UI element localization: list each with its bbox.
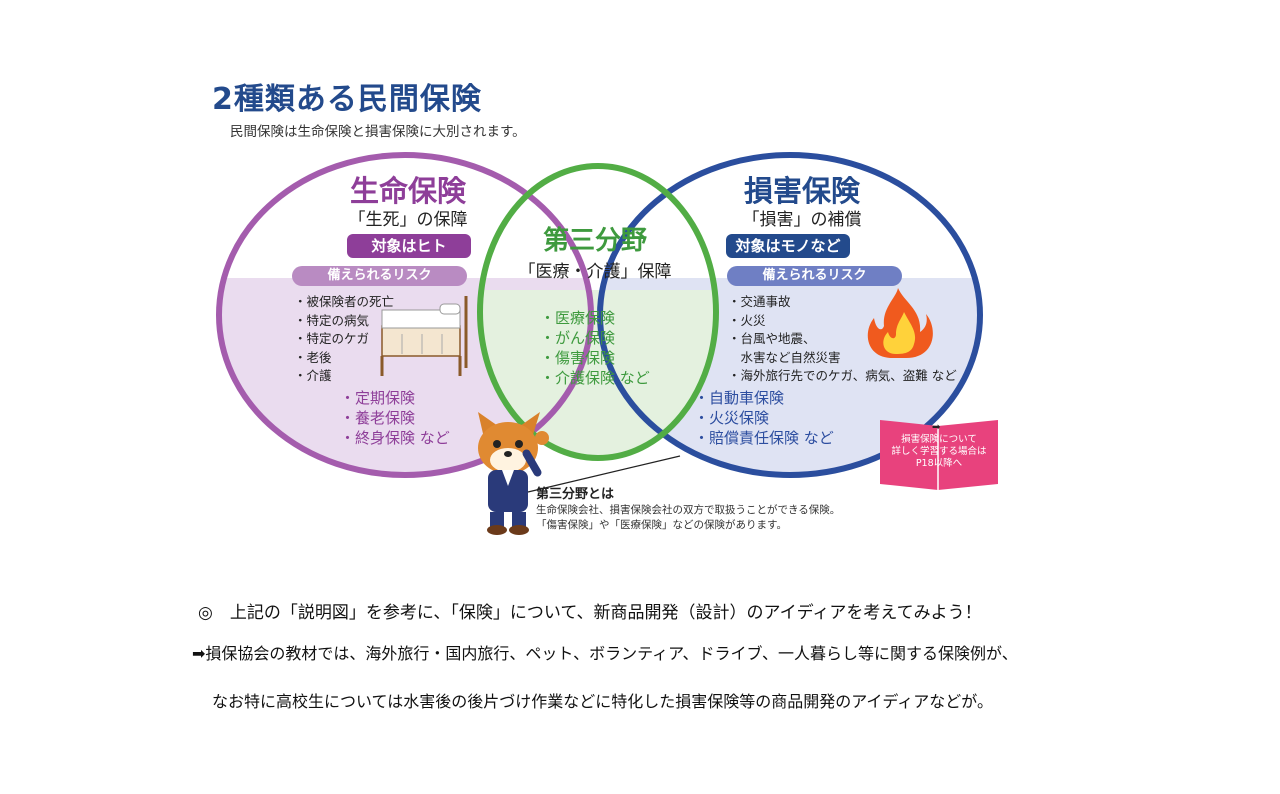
list-item: ・老後 <box>294 349 332 365</box>
list-item: ・医療保険 <box>540 309 616 327</box>
list-item: ・賠償責任保険 など <box>694 429 834 447</box>
life-insurance-list: ・定期保険 ・養老保険 ・終身保険 など <box>340 388 450 448</box>
book-note-line: P18以降へ <box>915 458 963 469</box>
list-item: ・養老保険 <box>340 409 416 427</box>
book-note-line: 詳しく学習する場合は <box>891 446 987 457</box>
instruction-line-2: ➡損保協会の教材では、海外旅行・国内旅行、ペット、ボランティア、ドライブ、一人暮… <box>192 644 1018 663</box>
third-note-title: 第三分野とは <box>536 487 615 502</box>
list-item: ・台風や地震、 <box>728 331 816 346</box>
book-note: 損害保険について 詳しく学習する場合は P18以降へ <box>884 434 994 470</box>
life-subheading: 「生死」の保障 <box>348 210 468 230</box>
hospital-bed-icon <box>380 296 468 376</box>
list-item: ・被保険者の死亡 <box>294 294 395 309</box>
third-note-line: 「傷害保険」や「医療保険」などの保険があります。 <box>536 519 787 531</box>
guide-book-icon <box>880 420 998 490</box>
list-item: ・火災 <box>728 312 766 328</box>
life-risk-label: 備えられるリスク <box>292 266 467 286</box>
list-item: ・定期保険 <box>340 389 416 407</box>
third-note-line: 生命保険会社、損害保険会社の双方で取扱うことができる保険。 <box>536 504 841 516</box>
list-item: ・がん保険 <box>540 329 616 347</box>
list-item: ・介護保険 など <box>540 369 650 387</box>
pointer-line <box>527 455 681 493</box>
life-risk-list: ・被保険者の死亡 ・特定の病気 ・特定のケガ ・老後 ・介護 <box>294 293 394 386</box>
instruction-line-1: ◎ 上記の「説明図」を参考に、「保険」について、新商品開発（設計）のアイディアを… <box>198 603 982 623</box>
diagram-title: 2種類ある民間保険 <box>212 82 482 117</box>
third-subheading: 「医療・介護」保障 <box>518 262 672 282</box>
fox-mascot-icon <box>478 412 549 535</box>
diagram-subtitle: 民間保険は生命保険と損害保険に大別されます。 <box>230 124 526 140</box>
list-item: ・海外旅行先でのケガ、病気、盗難 など <box>728 368 957 383</box>
list-item: ・特定の病気 <box>294 312 370 328</box>
list-item: ・傷害保険 <box>540 349 616 367</box>
list-item: ・特定のケガ <box>294 331 370 346</box>
book-note-line: 損害保険について <box>901 434 977 445</box>
list-item: ・自動車保険 <box>694 389 785 407</box>
list-item: ・終身保険 など <box>340 429 450 447</box>
life-ellipse <box>216 152 594 478</box>
nonlife-target-badge: 対象はモノなど <box>726 234 850 258</box>
nonlife-risk-label: 備えられるリスク <box>727 266 902 286</box>
fire-icon <box>867 288 933 358</box>
third-ellipse <box>477 163 719 461</box>
third-heading: 第三分野 <box>542 226 647 256</box>
list-item: ・介護 <box>294 368 332 383</box>
list-item: ・交通事故 <box>728 294 791 309</box>
life-target-badge: 対象はヒト <box>347 234 471 258</box>
venn-diagram <box>216 152 998 535</box>
nonlife-risk-list: ・交通事故 ・火災 ・台風や地震、 水害など自然災害 ・海外旅行先でのケガ、病気… <box>728 293 957 386</box>
life-heading: 生命保険 <box>349 174 466 208</box>
nonlife-heading: 損害保険 <box>743 174 860 208</box>
nonlife-subheading: 「損害」の補償 <box>742 210 862 230</box>
nonlife-ellipse <box>597 152 983 478</box>
book-arrow-icon: ➡ <box>932 422 941 433</box>
instruction-line-3: なお特に高校生については水害後の後片づけ作業などに特化した損害保険等の商品開発の… <box>212 692 993 711</box>
nonlife-insurance-list: ・自動車保険 ・火災保険 ・賠償責任保険 など <box>694 388 834 448</box>
list-item: ・火災保険 <box>694 409 770 427</box>
list-item: 水害など自然災害 <box>728 349 841 365</box>
third-insurance-list: ・医療保険 ・がん保険 ・傷害保険 ・介護保険 など <box>540 308 650 388</box>
